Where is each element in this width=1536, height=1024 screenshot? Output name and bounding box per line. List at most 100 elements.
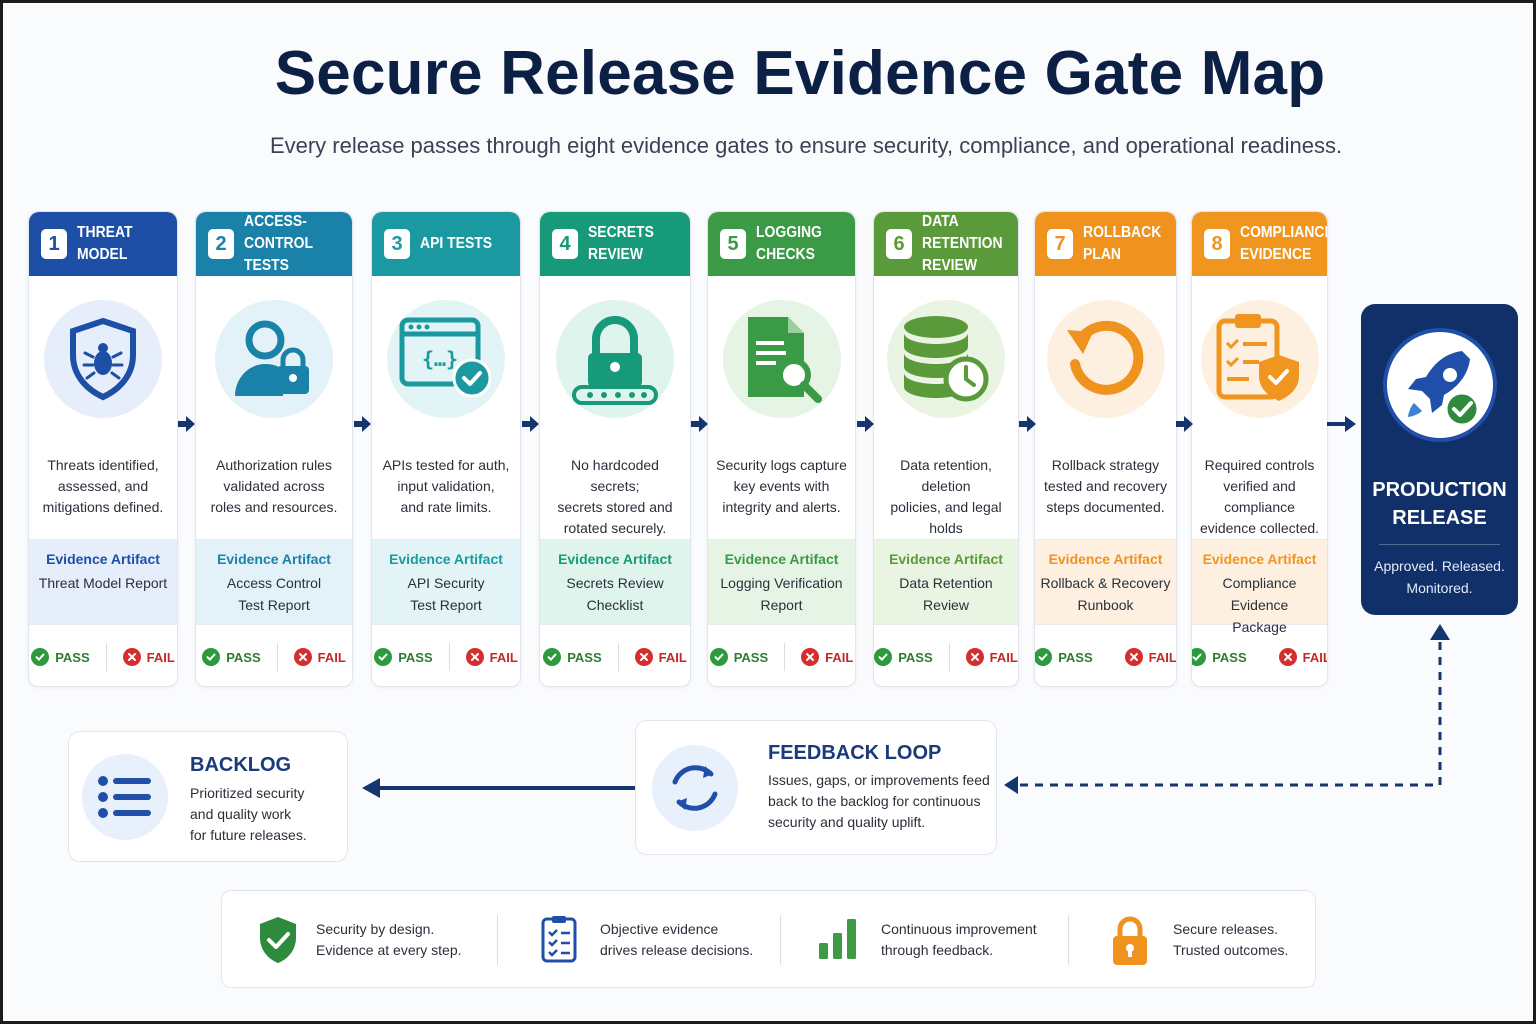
check-icon: [543, 648, 562, 666]
x-icon: [293, 648, 312, 666]
evidence-artifact-name: Logging Verification Report: [720, 575, 843, 613]
fail-label: FAIL: [825, 649, 854, 665]
gate-number: 5: [720, 229, 746, 259]
gate-card: 8 COMPLIANCE EVIDENCE Required controls …: [1191, 211, 1328, 687]
x-icon: [465, 648, 484, 666]
pass-indicator: PASS: [874, 648, 933, 666]
evidence-artifact: Evidence Artifact Secrets Review Checkli…: [540, 539, 690, 625]
rollback-icon: [1046, 300, 1165, 418]
gate-result: PASS FAIL: [540, 643, 690, 671]
gate-number: 4: [552, 229, 578, 259]
x-icon: [634, 648, 653, 666]
gate-result: PASS FAIL: [1035, 643, 1176, 671]
arrow-right-icon: [1327, 416, 1356, 432]
backlog-card: BACKLOG Prioritized security and quality…: [68, 731, 348, 862]
gate-title: DATA RETENTION REVIEW: [922, 213, 1003, 274]
fail-indicator: FAIL: [634, 648, 687, 666]
pass-indicator: PASS: [709, 648, 769, 666]
fail-label: FAIL: [146, 649, 175, 665]
principle-text: Secure releases. Trusted outcomes.: [1173, 921, 1289, 958]
gate-header: 1 THREAT MODEL: [29, 212, 177, 276]
gate-card: 4 SECRETS REVIEW No hardcoded secrets; s…: [539, 211, 691, 687]
x-icon: [801, 648, 820, 666]
feedback-loop-title: FEEDBACK LOOP: [768, 742, 942, 764]
principle-item: Security by design. Evidence at every st…: [256, 891, 496, 989]
fail-indicator: FAIL: [1124, 648, 1177, 666]
fail-indicator: FAIL: [965, 648, 1018, 666]
gate-header: 2 ACCESS-CONTROL TESTS: [196, 212, 352, 276]
evidence-artifact-label: Evidence Artifact: [889, 551, 1003, 567]
backlog-text: Prioritized security and quality work fo…: [190, 785, 307, 843]
pass-label: PASS: [1058, 649, 1093, 665]
gate-result: PASS FAIL: [372, 643, 520, 671]
gate-number: 1: [41, 229, 67, 259]
x-icon: [122, 648, 141, 666]
gate-header: 4 SECRETS REVIEW: [540, 212, 690, 276]
arrow-right-icon: [857, 416, 874, 432]
pass-label: PASS: [733, 649, 769, 665]
divider: [105, 643, 107, 671]
gate-header: 6 DATA RETENTION REVIEW: [874, 212, 1018, 276]
gate-result: PASS FAIL: [29, 643, 177, 671]
gate-card: 5 LOGGING CHECKS Security logs capture k…: [707, 211, 856, 687]
evidence-artifact: Evidence Artifact Compliance Evidence Pa…: [1192, 539, 1327, 635]
log-search-icon: [722, 300, 841, 418]
gate-description: Rollback strategy tested and recovery st…: [1044, 457, 1167, 515]
gate-title: ROLLBACK PLAN: [1083, 224, 1162, 263]
fail-label: FAIL: [1148, 649, 1177, 665]
check-icon: [1035, 648, 1053, 666]
check-icon: [1192, 648, 1207, 666]
divider: [1068, 915, 1069, 965]
svg-text:{…}: {…}: [422, 347, 458, 371]
evidence-artifact: Evidence Artifact Logging Verification R…: [708, 539, 855, 625]
shield-bug-icon: [44, 300, 162, 418]
arrow-left-icon: [362, 778, 636, 798]
arrow-right-icon: [1176, 416, 1193, 432]
arrow-right-icon: [522, 416, 539, 432]
gate-header: 7 ROLLBACK PLAN: [1035, 212, 1176, 276]
gate-description: Authorization rules validated across rol…: [210, 457, 338, 515]
evidence-artifact-name: Access Control Test Report: [226, 575, 322, 613]
gate-description: No hardcoded secrets; secrets stored and…: [557, 457, 673, 536]
check-icon: [874, 648, 893, 666]
gate-title: API TESTS: [420, 235, 493, 252]
evidence-artifact-label: Evidence Artifact: [1048, 551, 1163, 567]
fail-indicator: FAIL: [122, 648, 175, 666]
gate-header: 8 COMPLIANCE EVIDENCE: [1192, 212, 1327, 276]
arrow-right-icon: [354, 416, 371, 432]
production-release-subtitle: Approved. Released. Monitored.: [1374, 558, 1505, 596]
gate-description: APIs tested for auth, input validation, …: [382, 457, 510, 515]
pass-indicator: PASS: [1192, 648, 1247, 666]
divider: [276, 643, 278, 671]
pass-indicator: PASS: [31, 648, 90, 666]
evidence-artifact: Evidence Artifact Data Retention Review: [874, 539, 1018, 625]
pass-indicator: PASS: [374, 648, 433, 666]
divider: [448, 643, 450, 671]
gate-result: PASS FAIL: [196, 643, 352, 671]
arrow-right-icon: [691, 416, 708, 432]
fail-label: FAIL: [317, 649, 346, 665]
evidence-artifact-label: Evidence Artifact: [1202, 551, 1317, 567]
evidence-artifact-label: Evidence Artifact: [46, 551, 160, 567]
pass-indicator: PASS: [202, 648, 261, 666]
gate-result: PASS FAIL: [874, 643, 1018, 671]
evidence-artifact-label: Evidence Artifact: [389, 551, 503, 567]
padlock-icon: [1113, 916, 1147, 965]
evidence-artifact-label: Evidence Artifact: [724, 551, 839, 567]
gate-card: 1 THREAT MODEL Threats identified, asses…: [28, 211, 178, 687]
fail-indicator: FAIL: [801, 648, 853, 666]
page-subtitle: Every release passes through eight evide…: [269, 133, 1343, 158]
pass-label: PASS: [567, 649, 602, 665]
database-clock-icon: [887, 300, 1005, 418]
x-icon: [1278, 648, 1297, 666]
pass-label: PASS: [55, 649, 90, 665]
pass-label: PASS: [1212, 649, 1247, 665]
cycle-arrows-icon: [652, 745, 738, 831]
gate-card: 7 ROLLBACK PLAN Rollback strategy tested…: [1034, 211, 1177, 687]
fail-label: FAIL: [1302, 649, 1328, 665]
evidence-artifact-label: Evidence Artifact: [558, 551, 672, 567]
arrow-right-icon: [1019, 416, 1036, 432]
fail-indicator: FAIL: [293, 648, 346, 666]
principle-item: Continuous improvement through feedback.: [818, 891, 1058, 989]
fail-label: FAIL: [489, 649, 518, 665]
